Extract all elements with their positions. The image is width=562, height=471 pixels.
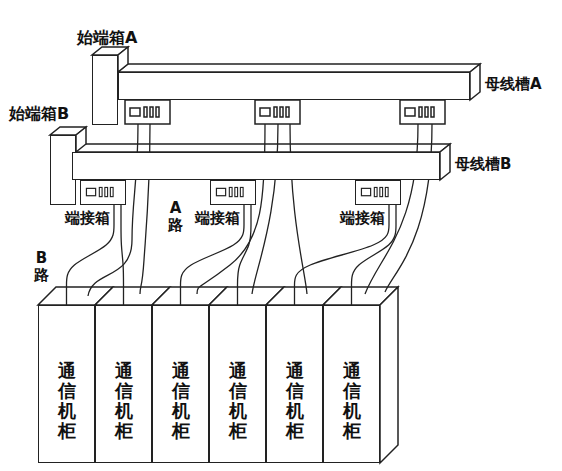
- b-route-cable: [121, 205, 124, 305]
- tap-box-breaker: [361, 188, 370, 195]
- tap-box-terminal: [235, 187, 238, 196]
- part-name: 端接箱: [195, 209, 240, 227]
- cabinet: 通信机柜: [266, 305, 323, 463]
- tap-box-terminal: [380, 187, 383, 196]
- a-route-cable: [385, 124, 432, 292]
- tap-box: 端接箱: [355, 180, 401, 205]
- cabinet-label: 通信机柜: [172, 361, 190, 440]
- tap-box-breaker: [86, 188, 95, 195]
- busway: 母线槽A: [118, 72, 470, 100]
- tap-box-terminal: [144, 107, 147, 117]
- tap-box-body: [255, 100, 300, 124]
- tap-box: [125, 100, 170, 124]
- cabinet: 通信机柜: [152, 305, 209, 463]
- tap-box-icon: [81, 181, 125, 204]
- tap-box: [255, 100, 300, 124]
- a-route-cable: [140, 124, 150, 294]
- part-name: 母线槽B: [455, 155, 511, 173]
- route-label: B 路: [34, 250, 49, 283]
- tap-box-terminal: [385, 187, 388, 196]
- busway-end-face: [440, 144, 450, 180]
- tap-box: 端接箱: [210, 180, 256, 205]
- tap-box-icon: [211, 181, 255, 204]
- feed-box-side-face: [118, 47, 128, 72]
- tap-box-terminal: [156, 107, 159, 117]
- feed-box-side-face: [76, 127, 86, 152]
- part-name: 始端箱A: [77, 28, 137, 47]
- busway-top-face: [72, 144, 450, 152]
- tap-box-body: [400, 100, 445, 124]
- tap-box-terminal: [110, 187, 113, 196]
- cabinet: 通信机柜: [95, 305, 152, 463]
- cabinet-label: 通信机柜: [58, 361, 76, 440]
- tap-box-terminal: [425, 107, 428, 117]
- cabinet: 通信机柜: [209, 305, 266, 463]
- tap-box-terminal: [274, 107, 277, 117]
- tap-box-breaker: [130, 108, 140, 116]
- cabinet-label: 通信机柜: [229, 361, 247, 440]
- tap-box-terminal: [286, 107, 289, 117]
- part-name: 母线槽A: [485, 75, 542, 93]
- tap-box-terminal: [431, 107, 434, 117]
- part-name: 端接箱: [340, 209, 385, 227]
- tap-box-icon: [356, 181, 400, 204]
- tap-box-terminal: [229, 187, 232, 196]
- tap-box-terminal: [105, 187, 108, 196]
- tap-box-terminal: [419, 107, 422, 117]
- tap-box-terminal: [99, 187, 102, 196]
- cabinet-label: 通信机柜: [286, 361, 304, 440]
- part-name: 始端箱B: [9, 104, 69, 123]
- tap-box: 端接箱: [80, 180, 126, 205]
- tap-box-breaker: [405, 108, 415, 116]
- tap-box: [400, 100, 445, 124]
- cabinet: 通信机柜: [38, 305, 95, 463]
- busway-end-face: [470, 64, 480, 100]
- cabinet-label: 通信机柜: [343, 361, 361, 440]
- tap-box-terminal: [240, 187, 243, 196]
- tap-box-terminal: [374, 187, 377, 196]
- tap-box-breaker: [216, 188, 225, 195]
- cabinet-side-face: [380, 287, 398, 463]
- tap-box-terminal: [150, 107, 153, 117]
- tap-box-terminal: [280, 107, 283, 117]
- feed-box: 始端箱A: [92, 55, 118, 125]
- tap-box-breaker: [260, 108, 270, 116]
- cabinet-label: 通信机柜: [115, 361, 133, 440]
- tap-box-body: [125, 100, 170, 124]
- route-label: A 路: [168, 200, 183, 233]
- part-name: 端接箱: [65, 209, 110, 227]
- busway: 母线槽B: [72, 152, 440, 180]
- b-route-cable: [181, 205, 245, 305]
- a-route-cable: [252, 124, 278, 294]
- busway-top-face: [118, 64, 480, 72]
- cabinet: 通信机柜: [323, 305, 380, 463]
